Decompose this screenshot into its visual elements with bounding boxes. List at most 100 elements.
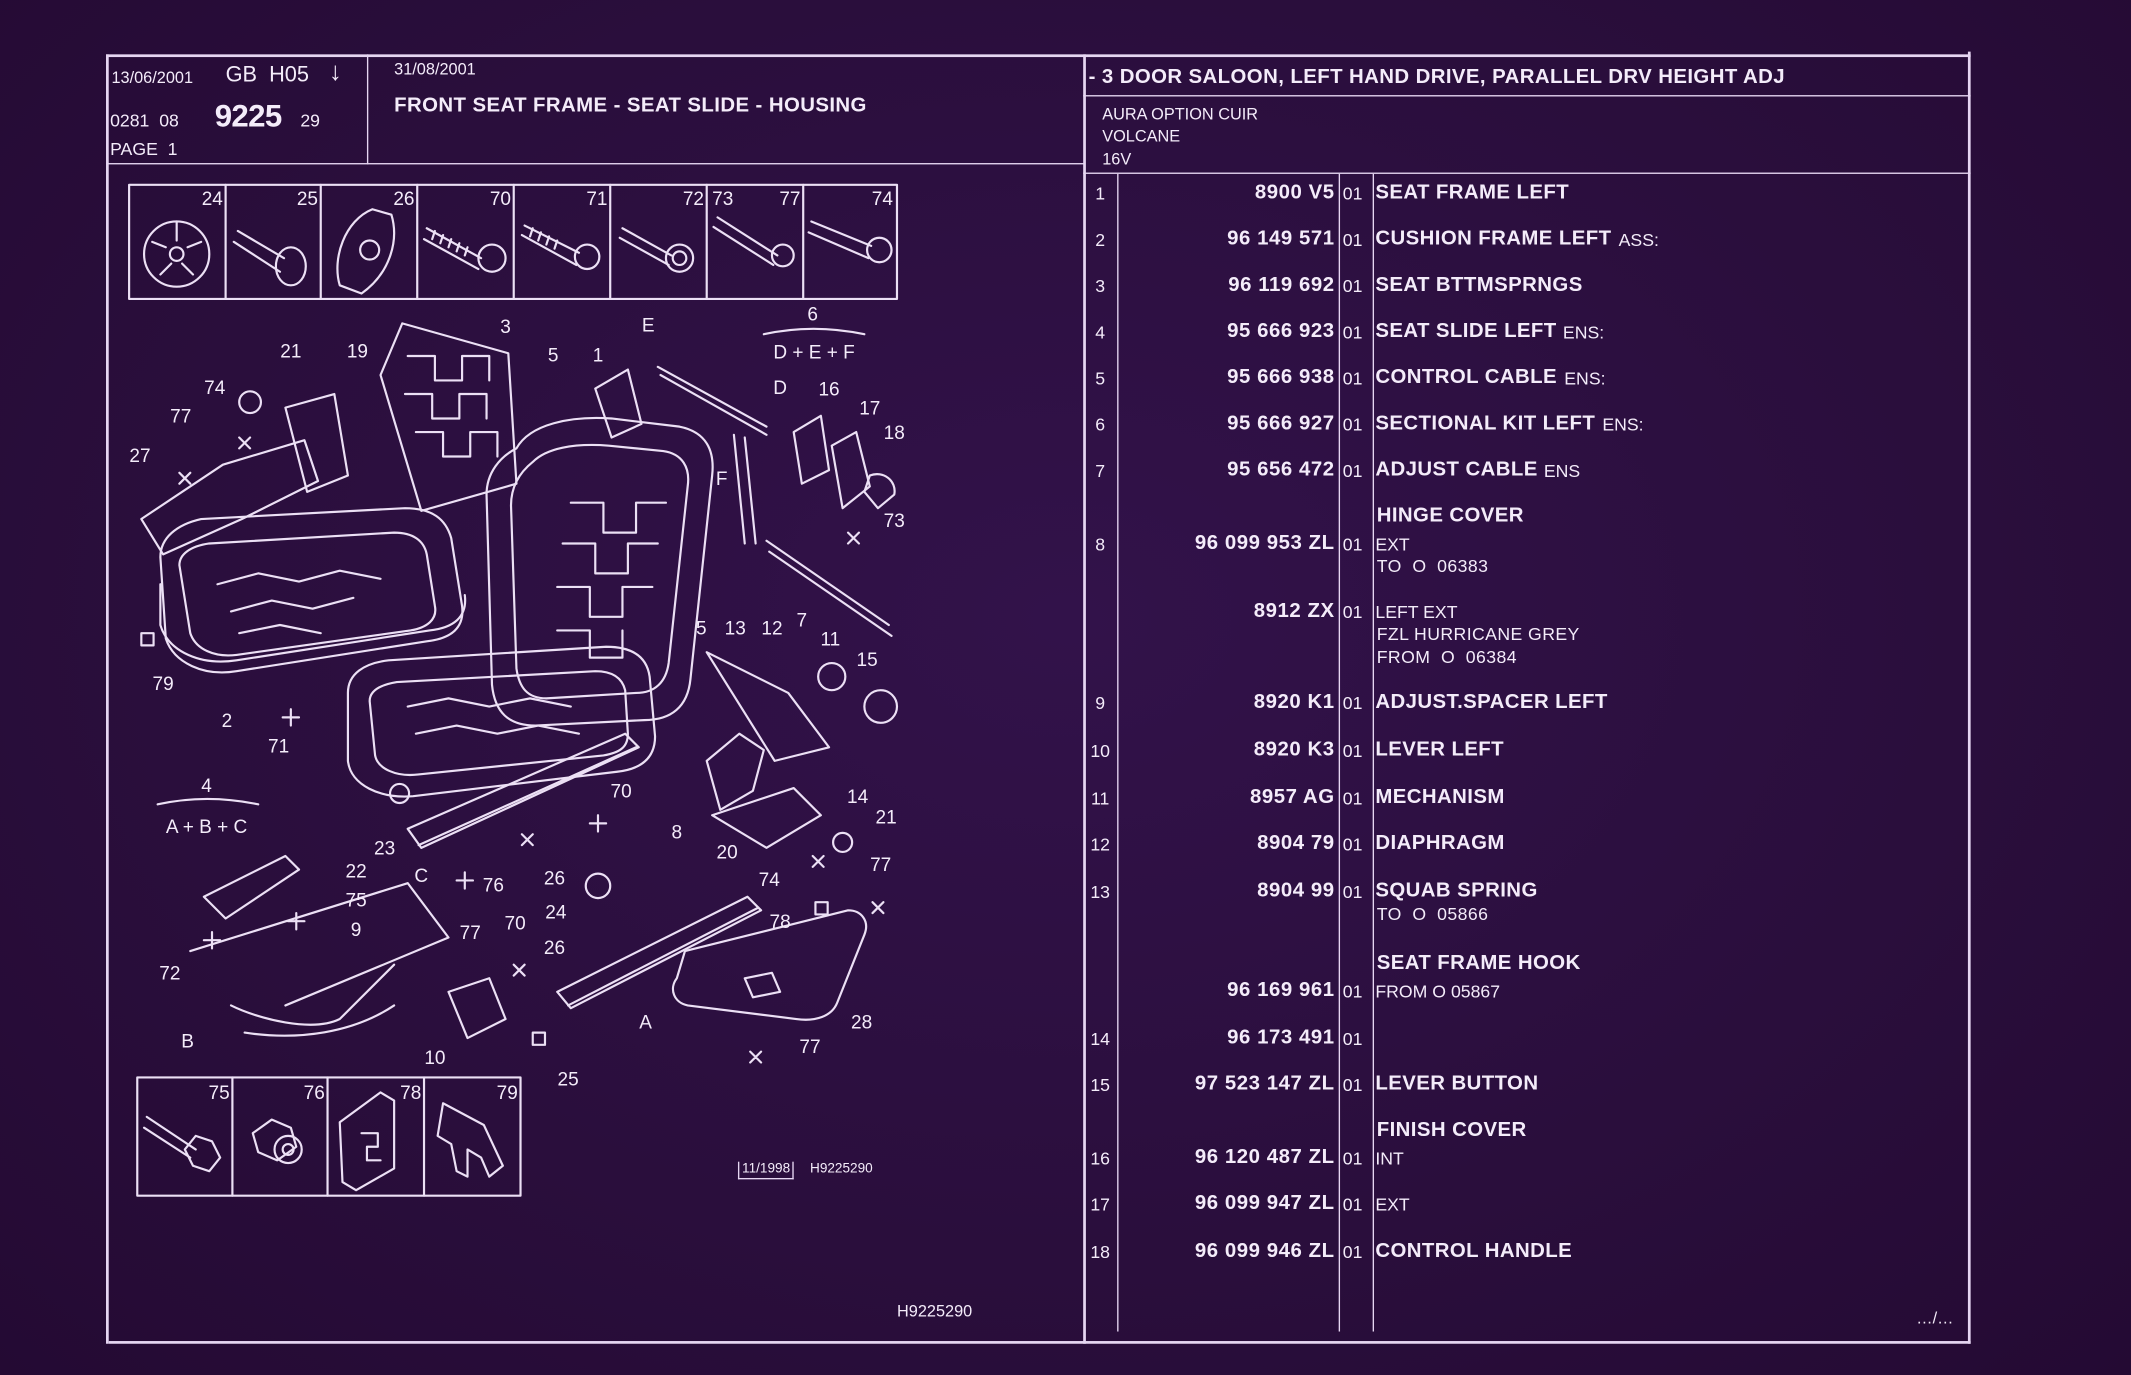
callout-label: 28 <box>851 1010 873 1033</box>
screw-icon <box>422 227 507 273</box>
quantity: 01 <box>1342 1074 1363 1096</box>
callout-label: A <box>639 1010 652 1033</box>
description-main: ADJUST CABLE <box>1375 457 1538 481</box>
description-suffix: ENS: <box>1564 368 1606 389</box>
part-number: 96 173 491 <box>1227 1025 1335 1049</box>
ref-suffix: 29 <box>300 110 321 131</box>
callout-label: 18 <box>883 421 905 443</box>
quantity: 01 <box>1342 183 1363 204</box>
drawing-ref: H9225290 <box>896 1301 973 1321</box>
part-number: 95 666 938 <box>1227 365 1335 389</box>
description-note: FZL HURRICANE GREY <box>1376 623 1580 645</box>
quantity: 01 <box>1342 788 1363 809</box>
part-number: 96 099 946 ZL <box>1194 1239 1335 1263</box>
self-tapping-screw-icon <box>712 216 795 268</box>
callout-label: 21 <box>280 339 302 362</box>
description-suffix: ENS: <box>1602 414 1644 435</box>
clip-nut-icon <box>338 1091 396 1192</box>
row-ref-number: 3 <box>1095 275 1106 297</box>
thumbnail-label: 24 <box>201 187 223 210</box>
screw-icon <box>807 220 893 264</box>
hex-bolt-icon <box>142 1115 222 1173</box>
seat-slide-rails-drawing <box>189 651 868 1040</box>
part-number: 95 656 472 <box>1227 457 1335 481</box>
col-part-divider <box>1338 173 1341 1332</box>
callout-label: 7 <box>796 608 808 631</box>
row-ref-number: 2 <box>1095 229 1106 251</box>
quantity: 01 <box>1342 980 1363 1002</box>
callout-label: 76 <box>482 873 504 896</box>
row-ref-number: 4 <box>1095 322 1106 343</box>
callout-label: 13 <box>724 616 746 639</box>
screw-icon <box>520 224 601 271</box>
part-number: 8920 K3 <box>1253 737 1335 761</box>
row-ref-number: 12 <box>1090 834 1110 855</box>
fastener-markers <box>140 436 885 1064</box>
frame-bottom <box>108 1341 1971 1344</box>
description-heading: SEAT FRAME HOOK <box>1376 951 1581 975</box>
group-bracket-abc <box>156 797 260 806</box>
callout-label: 26 <box>543 936 566 958</box>
right-header-line-2 <box>1083 172 1971 174</box>
quantity: 01 <box>1342 692 1363 714</box>
description-suffix: INT <box>1375 1148 1404 1169</box>
callout-label: 5 <box>547 343 559 366</box>
description-suffix: LEFT EXT <box>1375 601 1458 623</box>
description-main: LEVER LEFT <box>1375 737 1505 761</box>
part-number: 8904 99 <box>1257 879 1335 903</box>
callout-label: 10 <box>424 1046 446 1068</box>
thumbnail-label: 70 <box>489 187 512 210</box>
row-ref-number: 11 <box>1090 788 1110 809</box>
callout-label: 1 <box>592 343 604 366</box>
part-number: 8920 K1 <box>1253 690 1335 714</box>
part-number: 96 099 947 ZL <box>1194 1191 1335 1215</box>
group-bracket-def <box>762 327 866 336</box>
thumbnail-label: 75 <box>208 1081 230 1104</box>
callout-label: 22 <box>345 860 367 882</box>
callout-label: 70 <box>610 779 632 802</box>
callout-label: B <box>181 1029 194 1052</box>
thumbnail-label: 25 <box>296 187 319 210</box>
frame-split <box>1083 54 1086 1344</box>
frame-left <box>106 54 109 1344</box>
callout-label: 4 <box>201 774 212 797</box>
frame-top <box>106 54 1971 58</box>
callout-label: 77 <box>870 853 892 876</box>
callout-label: E <box>641 313 655 336</box>
part-number: 97 523 147 ZL <box>1194 1072 1335 1096</box>
description-main: SEAT FRAME LEFT <box>1375 180 1570 204</box>
description-main: SQUAB SPRING <box>1375 879 1538 903</box>
callout-label: 71 <box>268 735 290 757</box>
callout-label: 72 <box>159 961 181 984</box>
quantity: 01 <box>1342 414 1363 435</box>
callout-label: 21 <box>875 805 897 828</box>
callout-label: 23 <box>374 836 396 859</box>
row-ref-number: 9 <box>1095 692 1106 714</box>
callout-label: 17 <box>859 396 881 419</box>
spring-mat-drawing <box>379 322 518 512</box>
part-number: 96 099 953 ZL <box>1194 531 1335 555</box>
callout-label: D <box>773 376 787 399</box>
description-main: CONTROL CABLE <box>1375 365 1557 389</box>
spacer-icon <box>142 220 211 288</box>
callout-label: 11 <box>820 627 841 650</box>
callout-label: 3 <box>500 315 511 337</box>
callout-label: 70 <box>504 911 526 934</box>
description-main: DIAPHRAGM <box>1375 831 1505 855</box>
catalog-code: GB H05 <box>225 63 309 87</box>
nut-icon <box>251 1118 303 1165</box>
issue-date: 13/06/2001 <box>111 67 194 87</box>
callout-label: 6 <box>807 302 819 325</box>
description-suffix: EXT <box>1375 1194 1410 1215</box>
row-ref-number: 10 <box>1090 740 1110 761</box>
col-qty-divider <box>1372 173 1375 1332</box>
thumbnail-label: 76 <box>303 1081 325 1104</box>
callout-label: 12 <box>761 616 783 639</box>
ref-prefix: 0281 08 <box>110 110 179 131</box>
callout-label: 20 <box>716 841 738 863</box>
frame-right <box>1967 51 1971 1344</box>
row-ref-number: 5 <box>1095 368 1106 389</box>
thumbnail-label: 78 <box>400 1081 422 1104</box>
part-number: 95 666 923 <box>1227 319 1335 343</box>
callout-label: 74 <box>204 376 226 399</box>
